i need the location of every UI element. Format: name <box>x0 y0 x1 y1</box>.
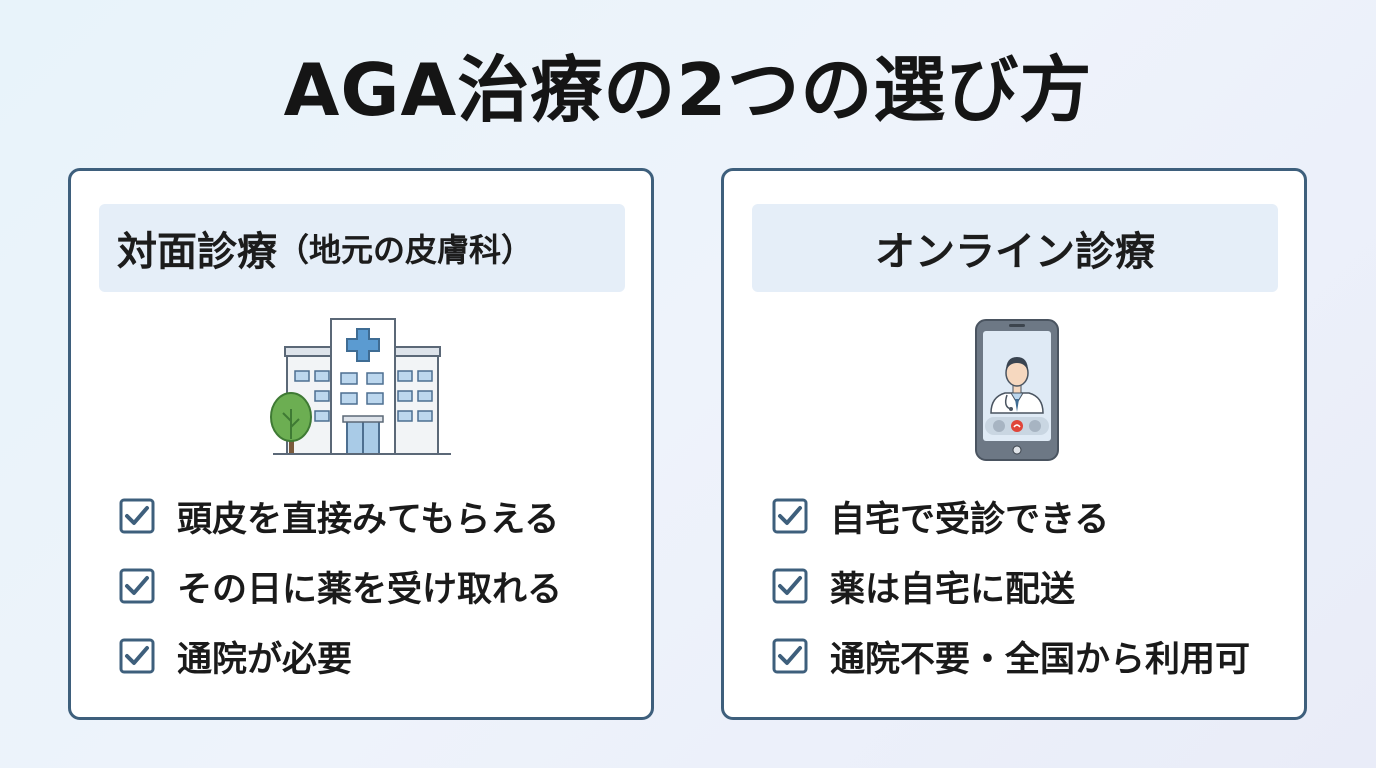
in-person-title: 対面診療 <box>117 229 277 275</box>
in-person-feature-list: 頭皮を直接みてもらえる その日に薬を受け取れる 通院が必要 <box>119 481 562 691</box>
list-item: 自宅で受診できる <box>772 481 1250 551</box>
list-item: 頭皮を直接みてもらえる <box>119 481 562 551</box>
feature-text: 通院が必要 <box>177 639 353 680</box>
checkbox-checked-icon <box>772 568 808 604</box>
list-item: 通院不要・全国から利用可 <box>772 621 1250 691</box>
online-card: オンライン診療 <box>721 168 1307 720</box>
online-header: オンライン診療 <box>752 204 1278 292</box>
smartphone-doctor-video-call-icon <box>975 319 1059 461</box>
list-item: 薬は自宅に配送 <box>772 551 1250 621</box>
feature-text: 通院不要・全国から利用可 <box>830 639 1251 680</box>
online-feature-list: 自宅で受診できる 薬は自宅に配送 通院不要・全国から利用可 <box>772 481 1250 691</box>
checkbox-checked-icon <box>772 498 808 534</box>
list-item: 通院が必要 <box>119 621 562 691</box>
online-title: オンライン診療 <box>875 229 1155 275</box>
feature-text: 頭皮を直接みてもらえる <box>177 499 560 540</box>
in-person-card: 対面診療（地元の皮膚科） <box>68 168 654 720</box>
page-title: AGA治療の2つの選び方 <box>283 48 1093 132</box>
feature-text: 薬は自宅に配送 <box>830 569 1076 610</box>
hospital-building-icon <box>270 318 451 455</box>
checkbox-checked-icon <box>119 638 155 674</box>
checkbox-checked-icon <box>119 568 155 604</box>
list-item: その日に薬を受け取れる <box>119 551 562 621</box>
feature-text: その日に薬を受け取れる <box>177 569 563 610</box>
in-person-header: 対面診療（地元の皮膚科） <box>99 204 625 292</box>
checkbox-checked-icon <box>772 638 808 674</box>
feature-text: 自宅で受診できる <box>830 499 1110 540</box>
in-person-subtitle: （地元の皮膚科） <box>277 231 534 269</box>
checkbox-checked-icon <box>119 498 155 534</box>
